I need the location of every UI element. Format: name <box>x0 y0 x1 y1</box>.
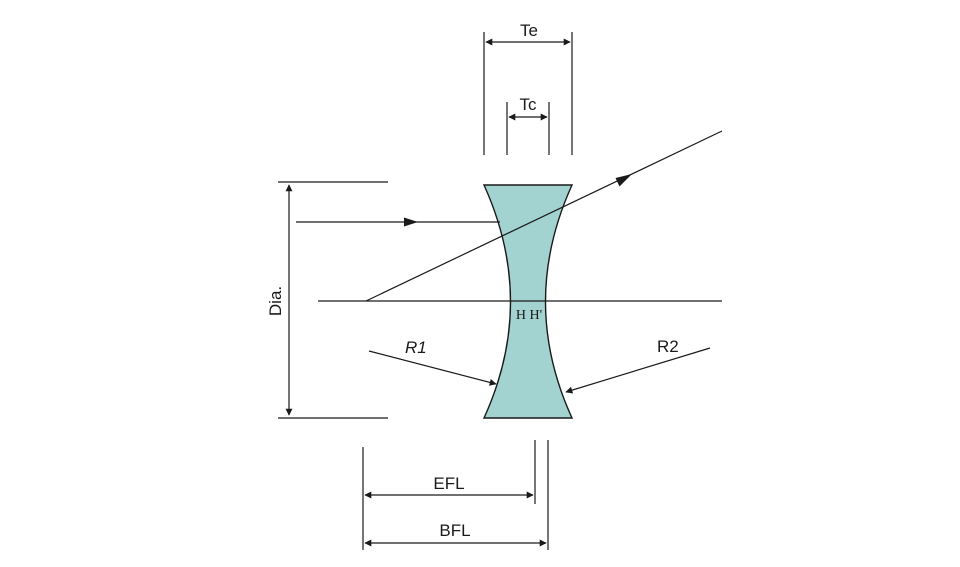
r1-label: R1 <box>405 338 427 357</box>
te-label: Te <box>520 21 538 40</box>
principal-planes-label: H H' <box>516 308 542 323</box>
tc-label: Tc <box>520 95 538 114</box>
r2-leader <box>565 347 711 394</box>
diverging-ray <box>365 130 723 302</box>
efl-label: EFL <box>433 474 464 493</box>
bfl-label: BFL <box>439 521 470 540</box>
r2-label: R2 <box>657 337 679 356</box>
dia-label: Dia. <box>266 286 285 316</box>
incoming-ray-arrow <box>404 217 418 227</box>
diverging-ray-arrow <box>615 174 632 187</box>
r1-leader <box>368 350 497 386</box>
